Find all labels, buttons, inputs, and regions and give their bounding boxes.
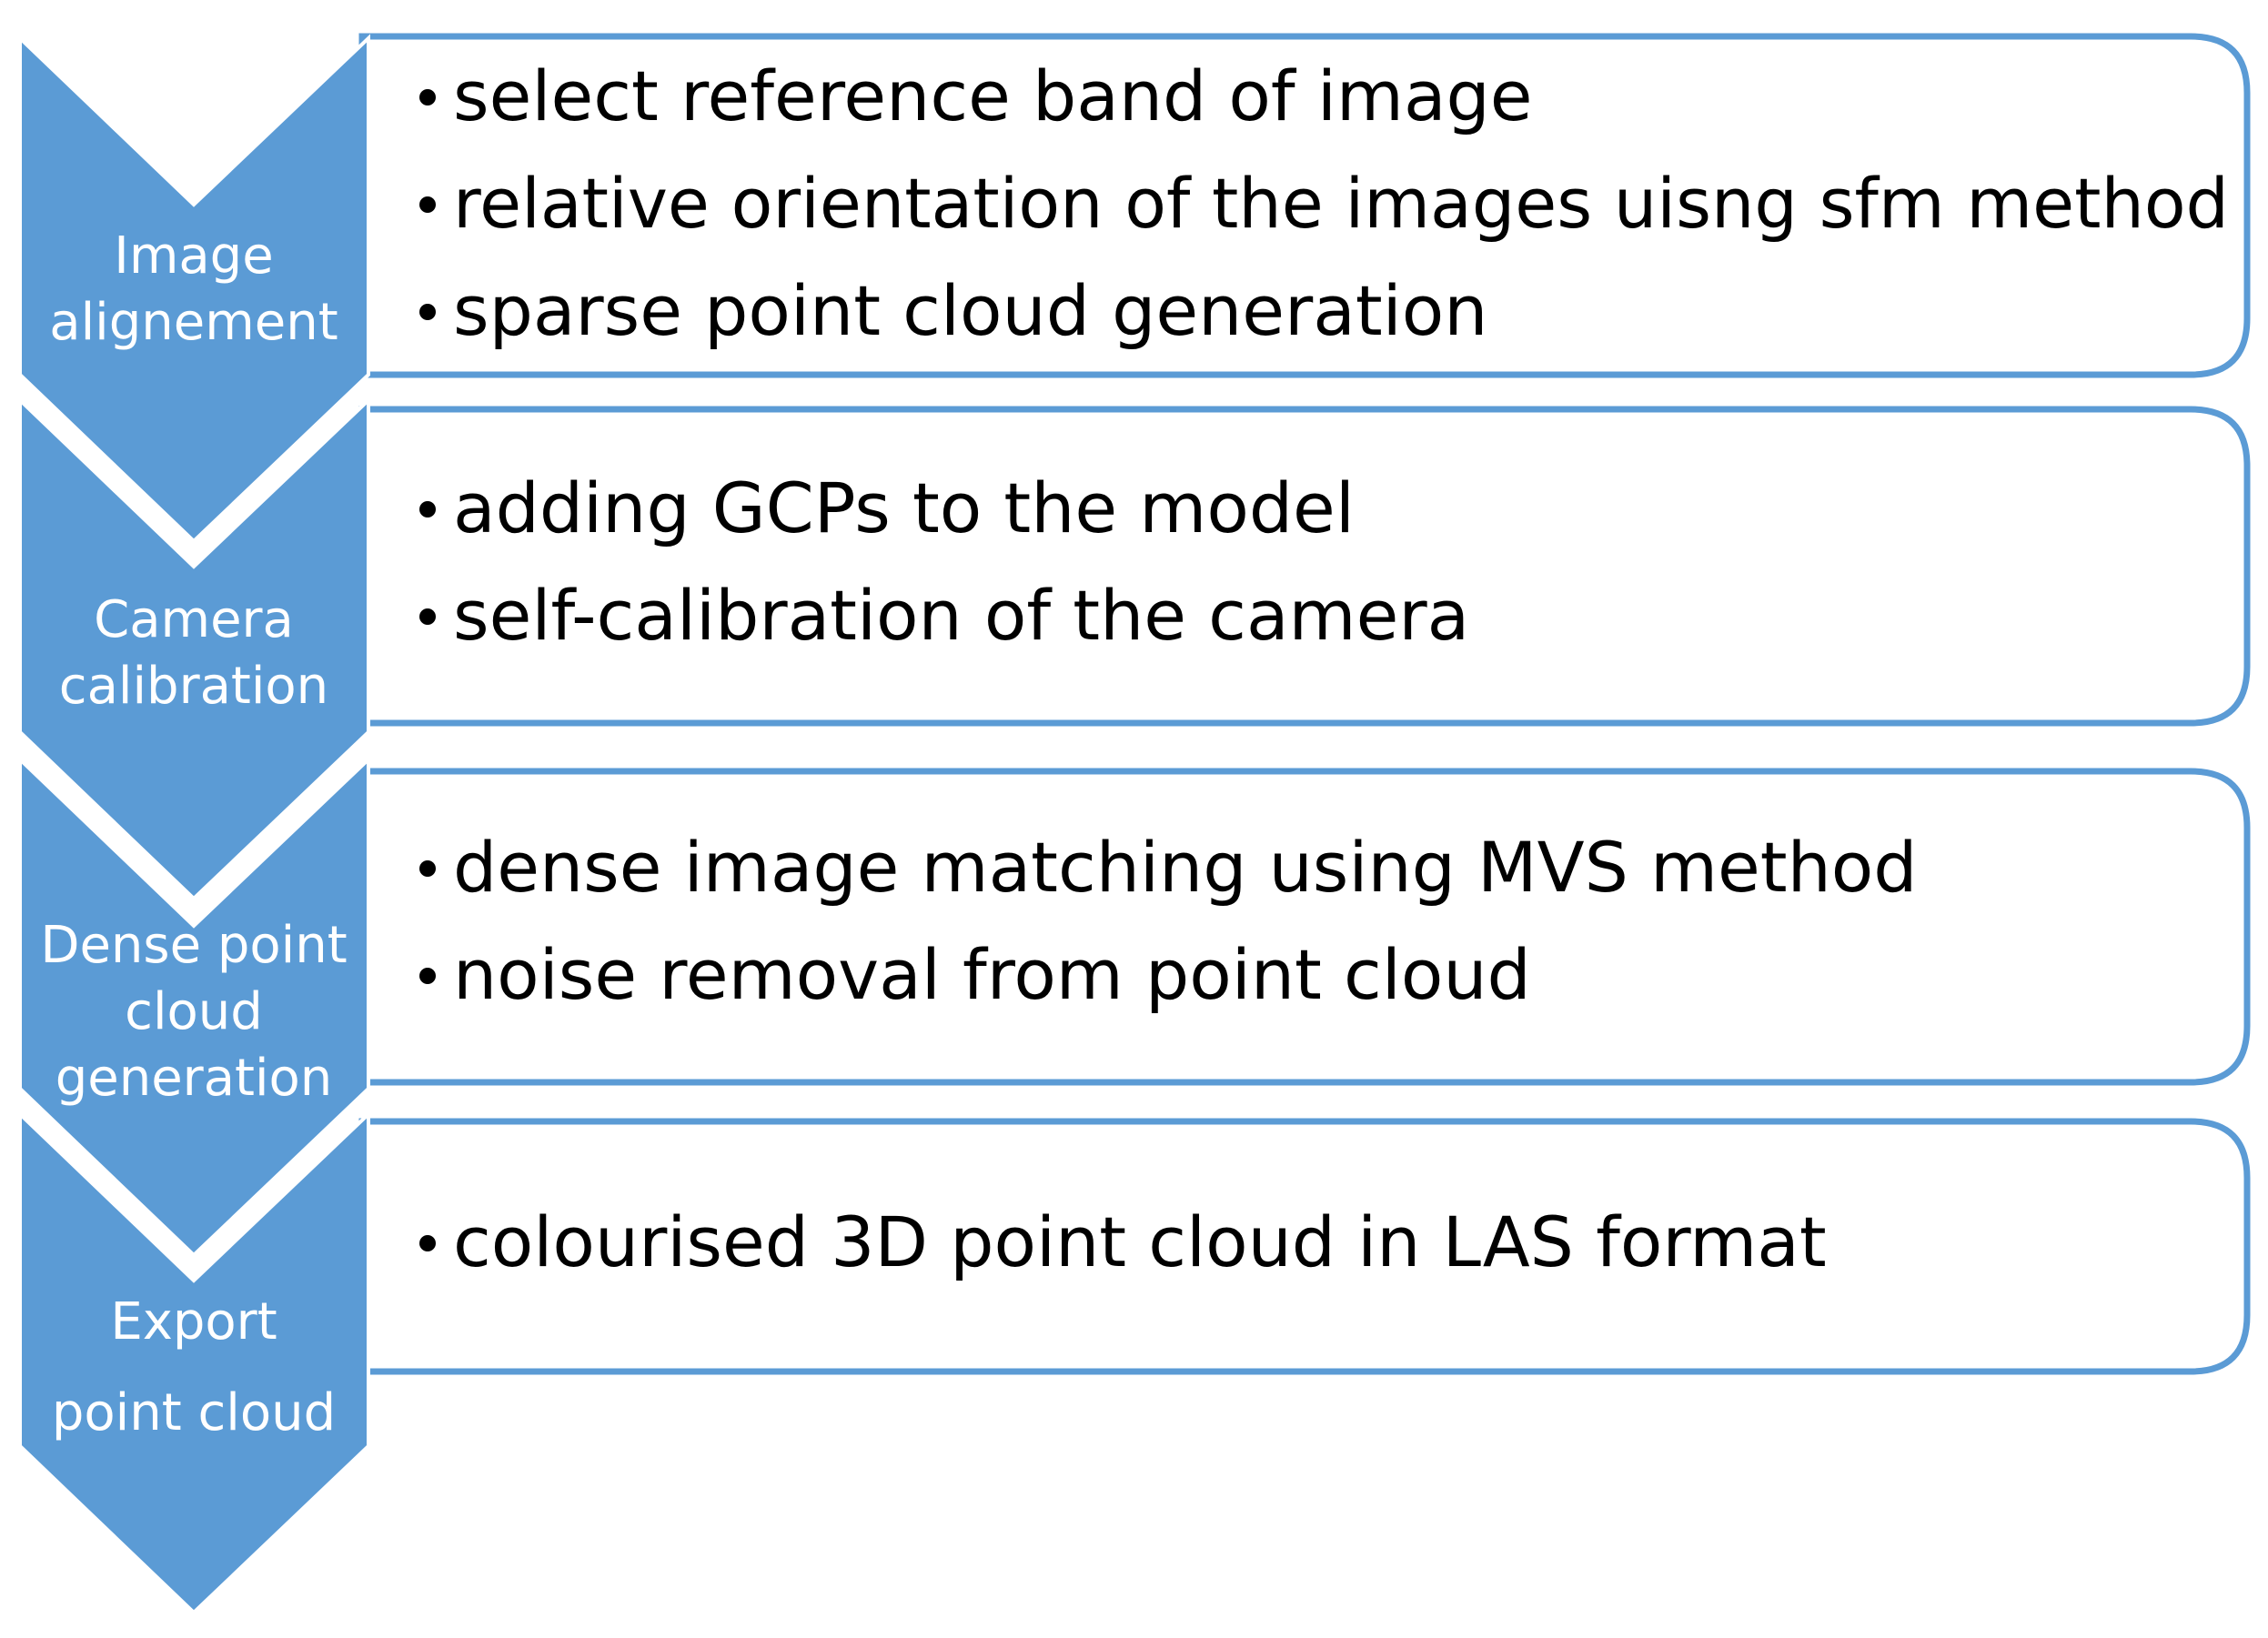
bullet-dot (419, 608, 436, 625)
step-box-2 (358, 406, 2251, 727)
step-box-3 (358, 768, 2251, 1086)
step-label-line: point cloud (52, 1383, 336, 1442)
step-label-line: calibration (59, 657, 328, 716)
step-bullets: select reference band of image relative o… (419, 55, 2229, 1282)
bullet-dot (419, 89, 436, 106)
step-label-line: Export (110, 1292, 277, 1352)
bullet-item: noise removal from point cloud (453, 934, 1531, 1015)
bullet-dot (419, 501, 436, 518)
step-chevron-3 (18, 755, 370, 1258)
step-chevron-2 (18, 396, 370, 901)
bullet-item: relative orientation of the images uisng… (453, 163, 2229, 244)
bullet-dot (419, 196, 436, 213)
step-box-1 (358, 33, 2251, 378)
step-chevrons (18, 34, 370, 1615)
bullet-item: adding GCPs to the model (453, 467, 1355, 548)
step-label-line: Dense point (40, 916, 347, 975)
bullet-item: self-calibration of the camera (453, 575, 1469, 656)
step-chevron-1 (18, 34, 370, 544)
step-label-line: generation (55, 1049, 333, 1108)
bullet-item: select reference band of image (453, 55, 1533, 136)
step-boxes (358, 33, 2251, 1375)
bullet-dot (419, 304, 436, 320)
bullet-dot (419, 860, 436, 877)
bullet-item: sparse point cloud generation (453, 270, 1487, 351)
step-label-line: Image (114, 226, 273, 286)
bullet-item: dense image matching using MVS method (453, 827, 1918, 908)
step-chevron-4 (18, 1110, 370, 1615)
bullet-dot (419, 1235, 436, 1251)
step-label-line: alignement (49, 293, 338, 352)
step-label-line: cloud (125, 982, 263, 1041)
bullet-dot (419, 968, 436, 984)
step-label-line: Camera (94, 590, 294, 649)
bullet-item: colourised 3D point cloud in LAS format (453, 1201, 1827, 1282)
step-box-4 (358, 1118, 2251, 1375)
